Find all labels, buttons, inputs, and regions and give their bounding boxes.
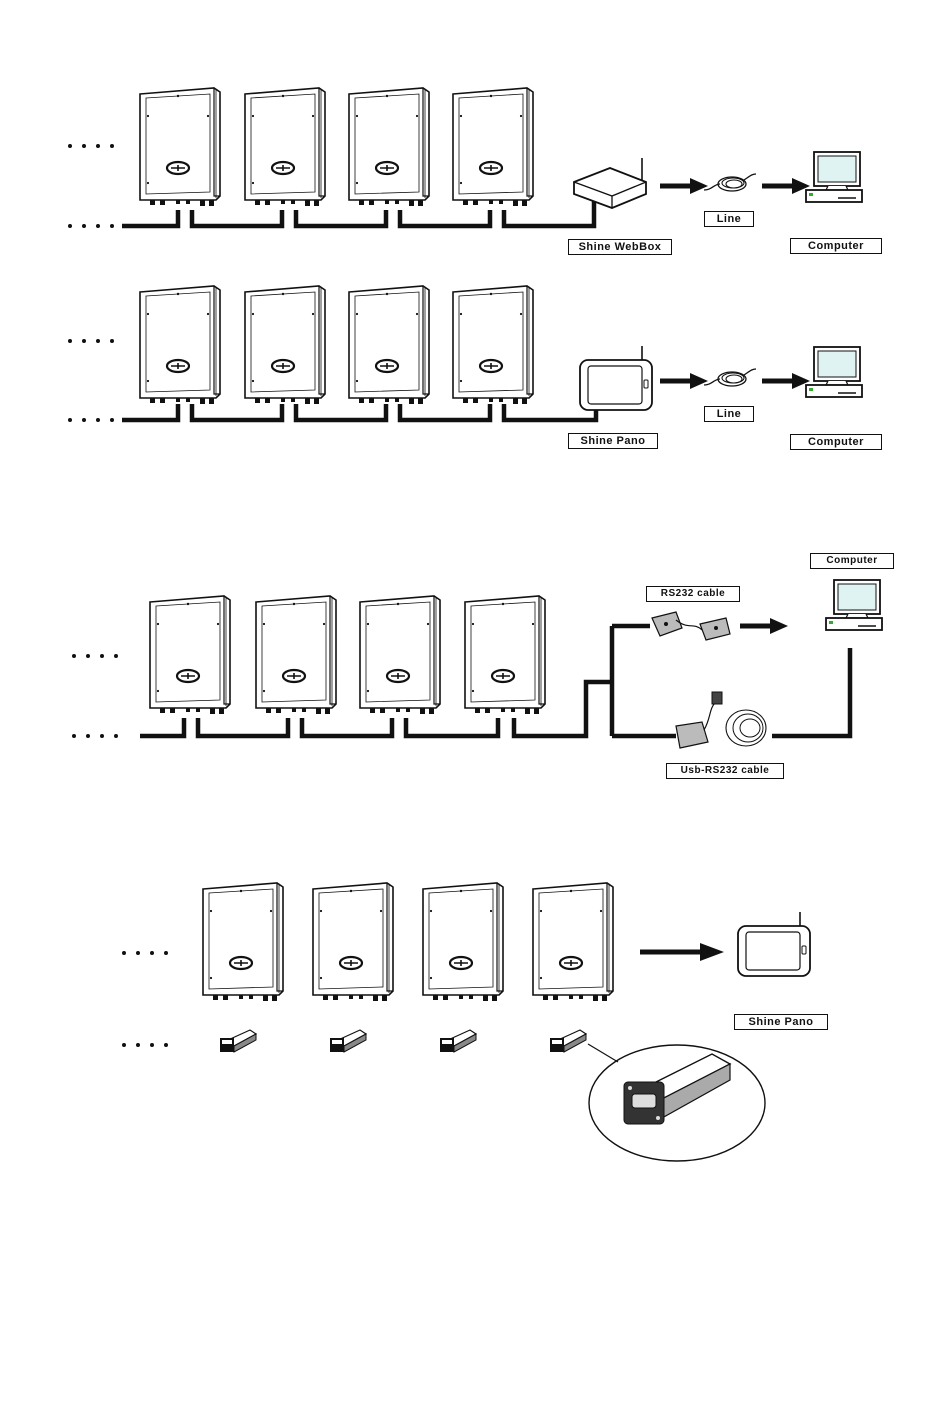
- label-shine-pano: Shine Pano: [568, 433, 658, 449]
- diagram-2-shine-pano: [68, 286, 862, 422]
- wifi-dongle-icon: [440, 1030, 476, 1052]
- inverter-icon: [349, 286, 429, 404]
- arrow-icon: [740, 618, 788, 634]
- diagram-1-webbox: [68, 88, 862, 228]
- label-text: Usb-RS232 cable: [681, 764, 770, 778]
- inverter-icon: [453, 286, 533, 404]
- inverter-icon: [245, 286, 325, 404]
- computer-icon: [806, 347, 862, 397]
- dots-top-1: [68, 144, 114, 148]
- computer-icon: [826, 580, 882, 630]
- arrow-icon: [762, 178, 810, 194]
- label-computer: Computer: [790, 238, 882, 254]
- label-text: Computer: [826, 554, 877, 568]
- label-text: Computer: [808, 435, 864, 449]
- label-computer: Computer: [790, 434, 882, 450]
- label-shine-webbox: Shine WebBox: [568, 239, 672, 255]
- shine-pano-tablet-icon: [738, 912, 810, 976]
- label-text: RS232 cable: [661, 587, 725, 601]
- line-cable-icon: [704, 174, 756, 191]
- inverter-icon: [150, 596, 230, 714]
- wifi-dongle-icon: [330, 1030, 366, 1052]
- wifi-dongle-icon: [550, 1030, 586, 1052]
- label-computer: Computer: [810, 553, 894, 569]
- inverter-icon: [313, 883, 393, 1001]
- inverter-icon: [245, 88, 325, 206]
- label-text: Line: [717, 212, 742, 226]
- dots-top-4: [122, 951, 168, 955]
- inverter-icon: [256, 596, 336, 714]
- label-rs232-cable: RS232 cable: [646, 586, 740, 602]
- diagram-3-rs232: [72, 580, 882, 748]
- label-text: Shine Pano: [581, 434, 646, 448]
- dots-top-2: [68, 339, 114, 343]
- usb-return-line: [772, 648, 850, 736]
- label-line: Line: [704, 211, 754, 227]
- branch-bus-3: [612, 626, 676, 736]
- wifi-dongle-icon: [220, 1030, 256, 1052]
- dots-bottom-2: [68, 418, 114, 422]
- zoom-callout-line: [588, 1044, 618, 1062]
- inverter-icon: [349, 88, 429, 206]
- dots-bottom-1: [68, 224, 114, 228]
- dots-bottom-3: [72, 734, 118, 738]
- label-line: Line: [704, 406, 754, 422]
- inverter-icon: [423, 883, 503, 1001]
- webbox-router-icon: [574, 158, 646, 208]
- inverter-icon: [465, 596, 545, 714]
- label-shine-pano: Shine Pano: [734, 1014, 828, 1030]
- usb-rs232-cable-icon: [676, 692, 766, 748]
- arrow-icon: [762, 373, 810, 389]
- inverter-icon: [140, 88, 220, 206]
- inverter-icon: [453, 88, 533, 206]
- arrow-icon: [660, 178, 708, 194]
- label-text: Computer: [808, 239, 864, 253]
- rs232-cable-icon: [652, 612, 730, 640]
- inverter-icon: [203, 883, 283, 1001]
- shine-pano-tablet-icon: [580, 346, 652, 410]
- dots-top-3: [72, 654, 118, 658]
- inverter-icon: [140, 286, 220, 404]
- label-text: Line: [717, 407, 742, 421]
- arrow-icon: [660, 373, 708, 389]
- wifi-dongle-zoom-icon: [624, 1054, 730, 1124]
- label-text: Shine WebBox: [579, 240, 662, 254]
- computer-icon: [806, 152, 862, 202]
- dots-bottom-4: [122, 1043, 168, 1047]
- label-text: Shine Pano: [749, 1015, 814, 1029]
- label-usb-rs232-cable: Usb-RS232 cable: [666, 763, 784, 779]
- line-cable-icon: [704, 369, 756, 386]
- diagram-4-wifi: [122, 883, 810, 1161]
- inverter-icon: [360, 596, 440, 714]
- inverter-icon: [533, 883, 613, 1001]
